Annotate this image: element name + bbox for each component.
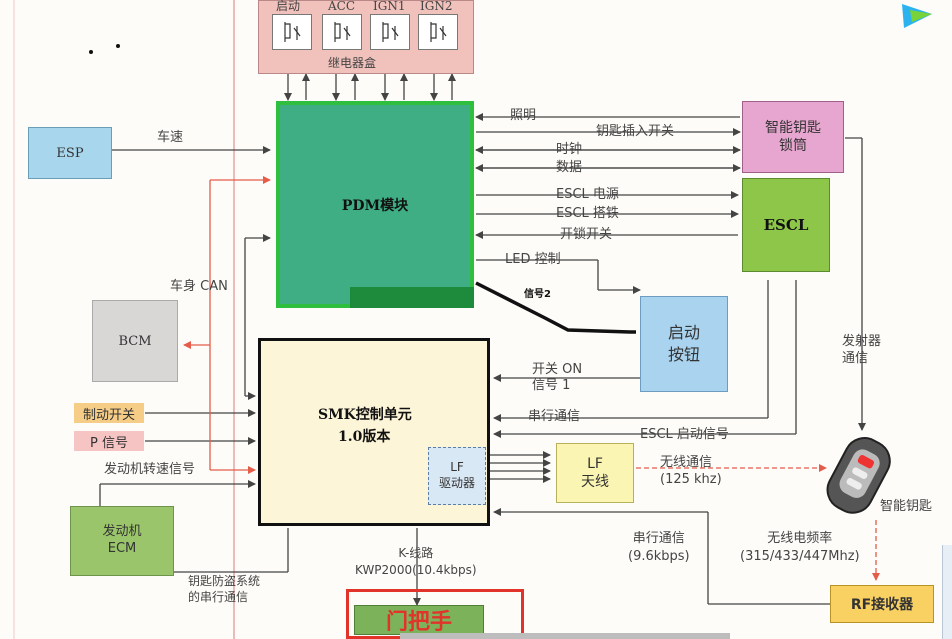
- rf-receiver-label: RF接收器: [850, 597, 914, 613]
- relay-coil-icons: [284, 22, 447, 42]
- relay-label-ign2: IGN2: [420, 0, 453, 13]
- data-label: 数据: [556, 160, 583, 175]
- app-logo-icon: [902, 4, 932, 28]
- pdm-notch: [350, 287, 474, 308]
- smart-key-cylinder: 智能钥匙 锁筒: [742, 101, 844, 173]
- esp-module: ESP: [28, 127, 112, 179]
- start-button-label: 启动 按钮: [667, 322, 700, 364]
- switch-on-label: 开关 ON 信号 1: [532, 362, 583, 393]
- relay-ign1: [370, 14, 410, 50]
- clock-label: 时钟: [556, 142, 583, 157]
- engine-speed-label: 发动机转速信号: [104, 462, 196, 477]
- body-can-label: 车身 CAN: [170, 279, 228, 294]
- signal2-label: 信号2: [524, 289, 551, 300]
- vehicle-speed-label: 车速: [157, 130, 184, 145]
- relay-label-start: 启动: [276, 0, 301, 13]
- lighting-label: 照明: [510, 108, 537, 123]
- k-line-label: K-线路 KWP2000(10.4kbps): [355, 546, 477, 577]
- smk-version: 1.0版本: [338, 429, 391, 445]
- lf-antenna-label: LF 天线: [581, 455, 609, 490]
- smart-key-cylinder-label: 智能钥匙 锁筒: [765, 119, 821, 154]
- bcm-module: BCM: [92, 300, 178, 382]
- dot: [89, 50, 93, 54]
- p-signal-label: P 信号: [90, 435, 128, 451]
- escl-start-signal-label: ESCL 启动信号: [640, 427, 729, 442]
- relay-acc: [322, 14, 362, 50]
- right-edge-panel: [942, 545, 952, 639]
- dot: [116, 44, 120, 48]
- led-control-label: LED 控制: [505, 252, 561, 267]
- esp-label: ESP: [56, 145, 84, 161]
- unlock-switch-label: 开锁开关: [560, 227, 613, 242]
- relay-label-acc: ACC: [328, 0, 356, 13]
- wireless-comm-label: 无线通信 (125 khz): [660, 455, 722, 487]
- smk-title: SMK控制单元: [318, 407, 412, 423]
- relay-label-ign1: IGN1: [373, 0, 406, 13]
- escl-power-label: ESCL 电源: [556, 187, 619, 202]
- escl-ground-label: ESCL 搭铁: [556, 206, 619, 221]
- immobilizer-serial-label: 钥匙防盗系统 的串行通信: [188, 574, 261, 604]
- lf-driver: LF 驱动器: [428, 447, 486, 505]
- escl-label: ESCL: [763, 216, 809, 234]
- wireless-freq-label: 无线电频率 (315/433/447Mhz): [740, 531, 860, 565]
- bcm-label: BCM: [118, 333, 152, 349]
- bottom-gray-bar: [400, 633, 730, 639]
- relay-start: [272, 14, 312, 50]
- relay-box-title: 继电器盒: [328, 56, 377, 70]
- start-button-module: 启动 按钮: [640, 296, 728, 392]
- pdm-label: PDM模块: [341, 197, 409, 214]
- escl-module: ESCL: [742, 178, 830, 272]
- smart-key-label: 智能钥匙: [880, 499, 933, 514]
- key-insert-switch-label: 钥匙插入开关: [596, 124, 675, 139]
- engine-ecm-module: 发动机 ECM: [70, 506, 174, 576]
- serial-comm-label: 串行通信: [528, 409, 581, 424]
- lf-driver-label: LF 驱动器: [438, 460, 475, 490]
- pdm-module: PDM模块: [276, 101, 474, 308]
- brake-switch-input: 制动开关: [74, 403, 144, 423]
- transmitter-comm-label: 发射器 通信: [842, 334, 882, 366]
- lf-antenna: LF 天线: [556, 443, 634, 503]
- serial-comm-96-label: 串行通信 (9.6kbps): [628, 531, 690, 565]
- brake-switch-label: 制动开关: [82, 407, 135, 423]
- engine-ecm-label: 发动机 ECM: [102, 524, 142, 556]
- rf-receiver: RF接收器: [830, 585, 934, 623]
- p-signal-input: P 信号: [74, 431, 144, 451]
- door-handle-label: 门把手: [385, 610, 452, 635]
- relay-ign2: [418, 14, 458, 50]
